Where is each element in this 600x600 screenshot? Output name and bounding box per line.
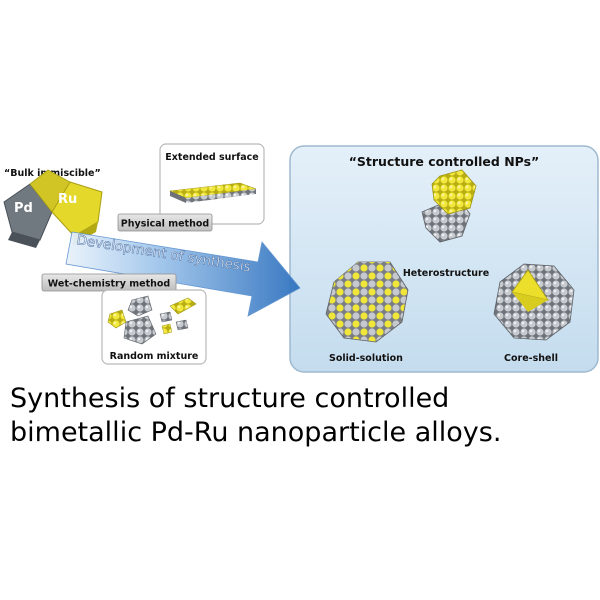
structure-title: “Structure controlled NPs” — [349, 154, 540, 169]
physical-method-label: Physical method — [121, 219, 209, 230]
solid-solution-particle — [325, 261, 409, 343]
physical-method-tag — [117, 213, 213, 232]
pd-ru-bulk-icon: Pd Ru — [3, 169, 103, 248]
random-mixture-particles — [107, 295, 197, 345]
random-mixture-label: Random mixture — [110, 351, 199, 362]
ru-label: Ru — [58, 192, 77, 207]
heterostructure-particle — [421, 169, 477, 243]
core-shell-label: Core-shell — [504, 353, 558, 364]
core-shell-particle — [493, 263, 575, 341]
figure-caption: Synthesis of structure controlled bimeta… — [10, 382, 590, 450]
caption-line-2: bimetallic Pd-Ru nanoparticle alloys. — [10, 417, 502, 448]
extended-surface-slab — [168, 182, 257, 203]
pd-label: Pd — [14, 201, 33, 216]
extended-surface-label: Extended surface — [165, 152, 258, 163]
caption-line-1: Synthesis of structure controlled — [10, 383, 450, 414]
heterostructure-label: Heterostructure — [403, 268, 489, 279]
wet-chemistry-label: Wet-chemistry method — [48, 279, 170, 290]
solid-solution-label: Solid-solution — [329, 353, 403, 364]
